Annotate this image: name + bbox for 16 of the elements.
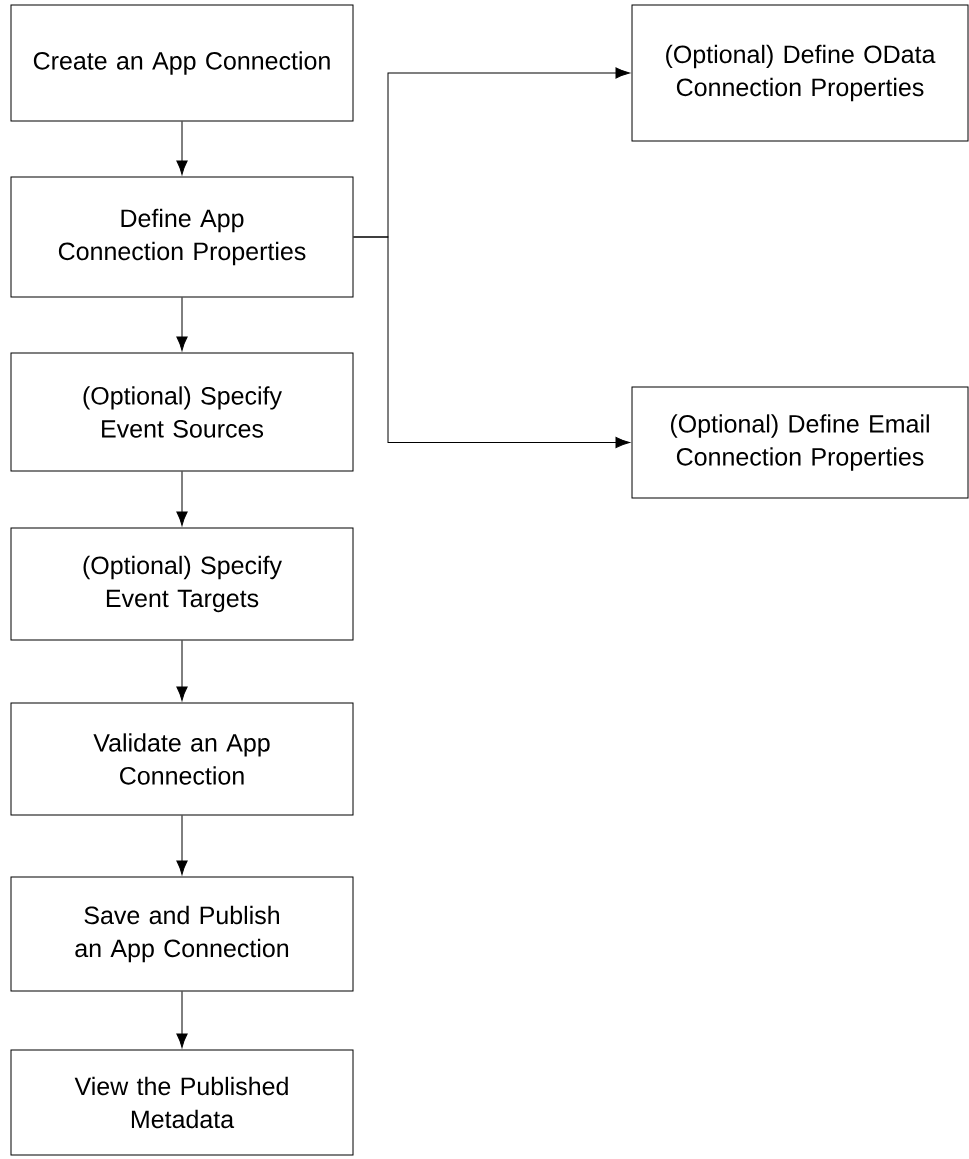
process-box: (Optional) Specify Event Sources: [10, 352, 354, 472]
process-box: Define App Connection Properties: [10, 176, 354, 298]
arrow: [176, 640, 188, 701]
process-box: (Optional) Define Email Connection Properties: [631, 386, 969, 499]
arrow: [176, 471, 188, 526]
arrow: [176, 991, 188, 1048]
arrow: [176, 297, 188, 351]
arrow: [176, 121, 188, 175]
process-box: Create an App Connection: [10, 4, 354, 122]
arrow: [176, 815, 188, 875]
process-box: Save and Publish an App Connection: [10, 876, 354, 992]
process-box: (Optional) Specify Event Targets: [10, 527, 354, 641]
process-box: View the Published Metadata: [10, 1049, 354, 1156]
process-box: Validate an App Connection: [10, 702, 354, 816]
arrow: [353, 236, 630, 449]
process-box: (Optional) Define OData Connection Properties: [631, 4, 969, 142]
